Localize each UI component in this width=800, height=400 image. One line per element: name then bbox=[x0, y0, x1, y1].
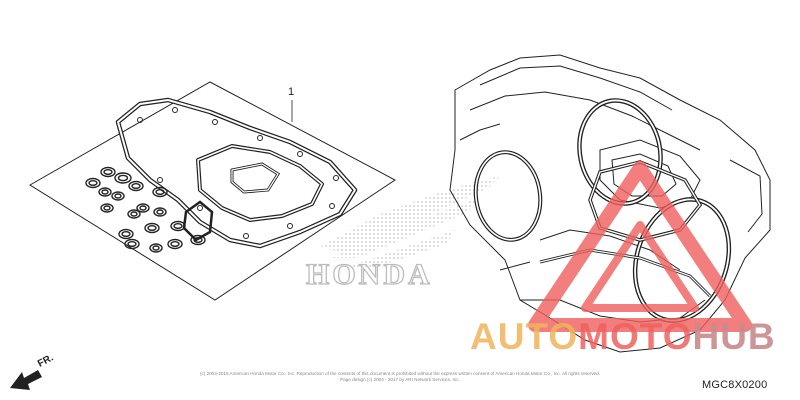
watermark-triangle bbox=[528, 161, 752, 332]
engine-gaskets bbox=[473, 98, 732, 323]
oil-pan-gasket bbox=[115, 97, 358, 249]
automotohub-watermark: AUTOMOTOHUB bbox=[470, 316, 776, 358]
honda-wing-logo bbox=[318, 176, 500, 268]
part-number-label: 1 bbox=[288, 86, 295, 98]
o-ring-set bbox=[85, 166, 206, 253]
copyright-notice: (c) 2003-2015 American Honda Motor Co., … bbox=[0, 371, 800, 383]
copyright-line-2: Page design (c) 2004 - 2017 by ARI Netwo… bbox=[340, 377, 460, 382]
watermark-part-hub: HUB bbox=[692, 316, 776, 357]
watermark-part-auto: AUTO bbox=[470, 316, 579, 357]
diagram-code: MGC8X0200 bbox=[702, 379, 768, 391]
front-direction-arrow bbox=[10, 370, 42, 390]
kit-outline bbox=[29, 81, 396, 301]
copyright-line-1: (c) 2003-2015 American Honda Motor Co., … bbox=[199, 371, 601, 376]
honda-wordmark: HONDA bbox=[306, 258, 433, 291]
watermark-part-moto: MOTO bbox=[578, 316, 693, 357]
